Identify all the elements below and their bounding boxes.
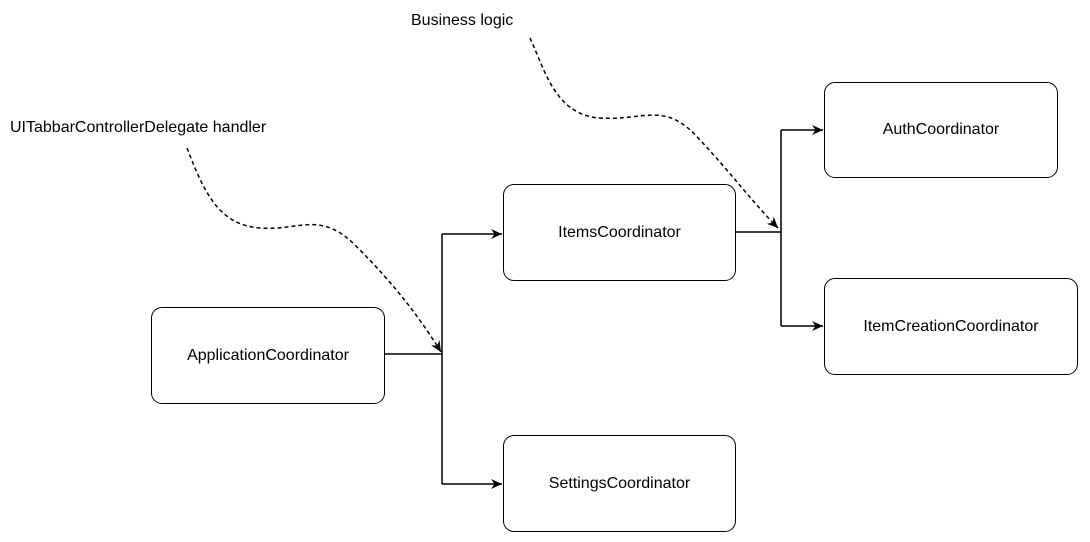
annotation-tabbar-label: UITabbarControllerDelegate handler [10, 119, 267, 136]
annotation-business-label: Business logic [411, 12, 514, 29]
node-item-creation-coordinator-label: ItemCreationCoordinator [863, 317, 1039, 335]
annotation-business-pointer [529, 37, 779, 229]
node-application-coordinator-label: ApplicationCoordinator [187, 346, 349, 364]
node-application-coordinator[interactable]: ApplicationCoordinator [151, 307, 385, 404]
node-auth-coordinator-label: AuthCoordinator [882, 121, 1000, 138]
node-items-coordinator[interactable]: ItemsCoordinator [503, 184, 736, 281]
node-auth-coordinator[interactable]: AuthCoordinator [824, 82, 1058, 178]
node-items-coordinator-label: ItemsCoordinator [558, 223, 681, 241]
node-settings-coordinator[interactable]: SettingsCoordinator [503, 435, 736, 532]
node-settings-coordinator-label: SettingsCoordinator [548, 474, 691, 492]
node-item-creation-coordinator[interactable]: ItemCreationCoordinator [824, 278, 1078, 375]
